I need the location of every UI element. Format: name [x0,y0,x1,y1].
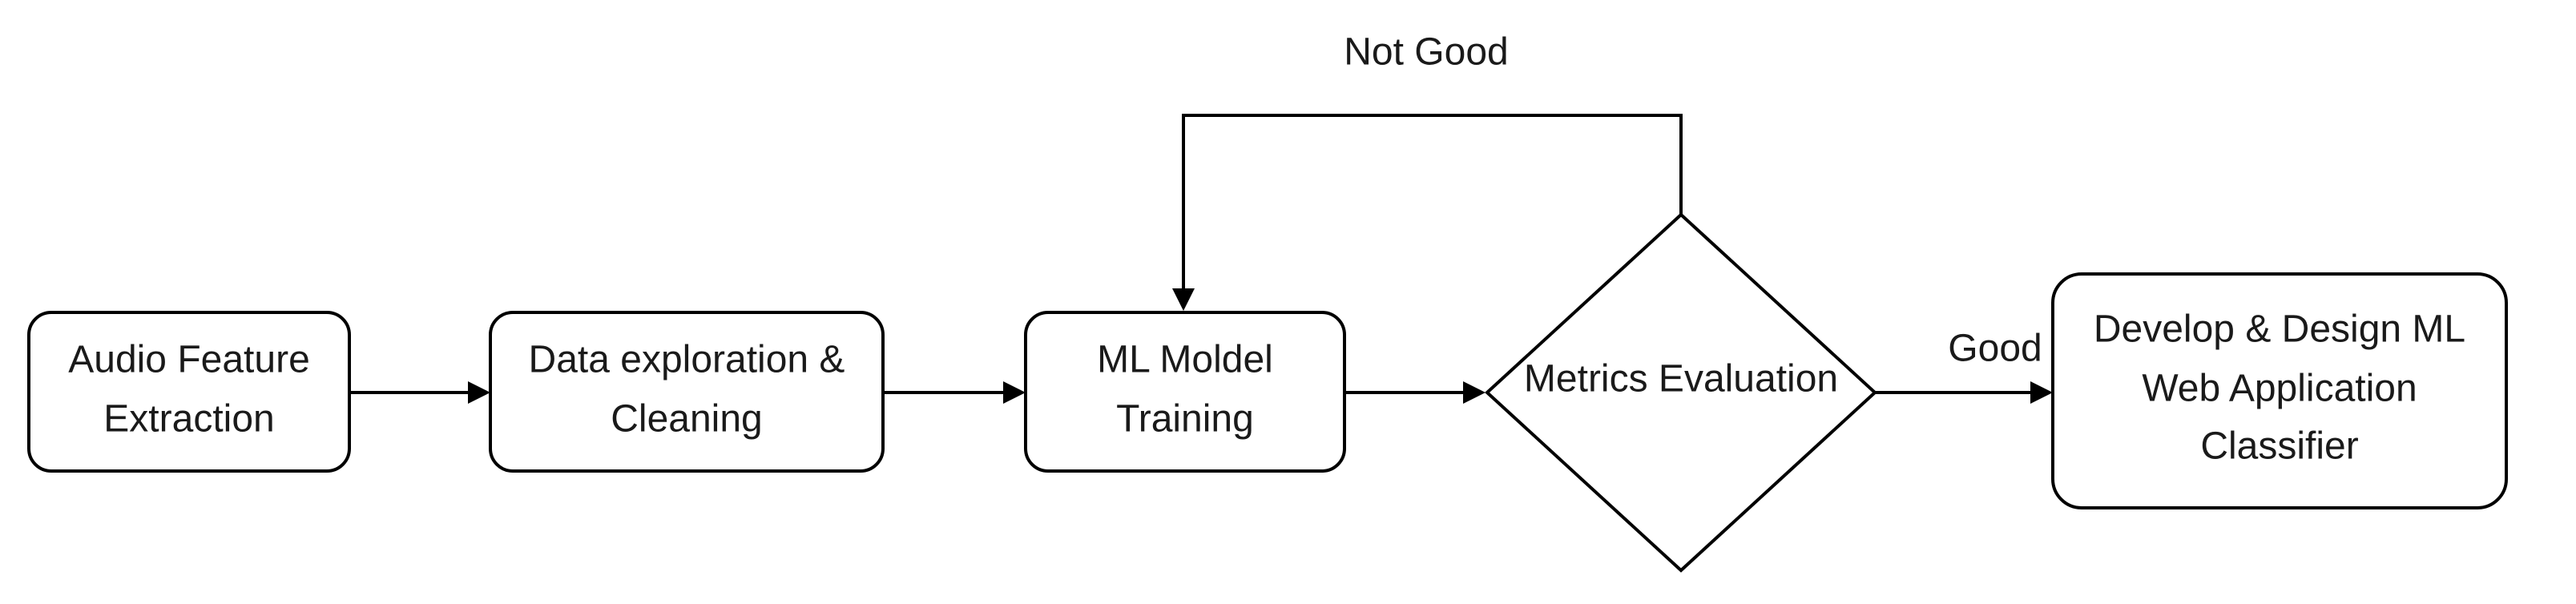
node-label-line: Extraction [103,398,274,441]
edge-label-not-good: Not Good [1344,31,1508,74]
node-label-line: Metrics Evaluation [1524,358,1838,401]
arrowhead-icon [468,381,490,404]
node-metrics-evaluation: Metrics Evaluation [1485,212,1877,573]
node-label-line: ML Moldel [1097,339,1273,381]
node-label-line: Training [1116,398,1254,441]
edge-exploration-to-training [883,381,1026,404]
node-audio-feature-extraction: Audio Feature Extraction [27,311,351,473]
arrowhead-icon [1172,288,1195,311]
arrowhead-icon [1463,381,1486,404]
edge-evaluation-to-webapp: Good [1875,328,2053,404]
node-label-line: Data exploration & [529,339,845,381]
arrowhead-icon [1003,381,1026,404]
node-label-line: Develop & Design ML [2094,308,2465,351]
arrowhead-icon [2030,381,2053,404]
edge-evaluation-to-training: Not Good [1172,31,1683,311]
node-label-line: Audio Feature [68,339,310,381]
node-label-line: Classifier [2200,425,2358,468]
node-data-exploration-cleaning: Data exploration & Cleaning [489,311,885,473]
edge-feature-to-exploration [349,381,490,404]
node-label-line: Cleaning [611,398,762,441]
node-label-line: Web Application [2142,368,2417,410]
edge-label-good: Good [1948,328,2042,370]
node-ml-model-training: ML Moldel Training [1024,311,1346,473]
node-develop-design-web-app: Develop & Design ML Web Application Clas… [2051,272,2508,509]
edge-training-to-evaluation [1344,381,1486,404]
edges: Good Not Good [349,31,2053,404]
nodes: Audio Feature Extraction Data exploratio… [27,212,2508,573]
